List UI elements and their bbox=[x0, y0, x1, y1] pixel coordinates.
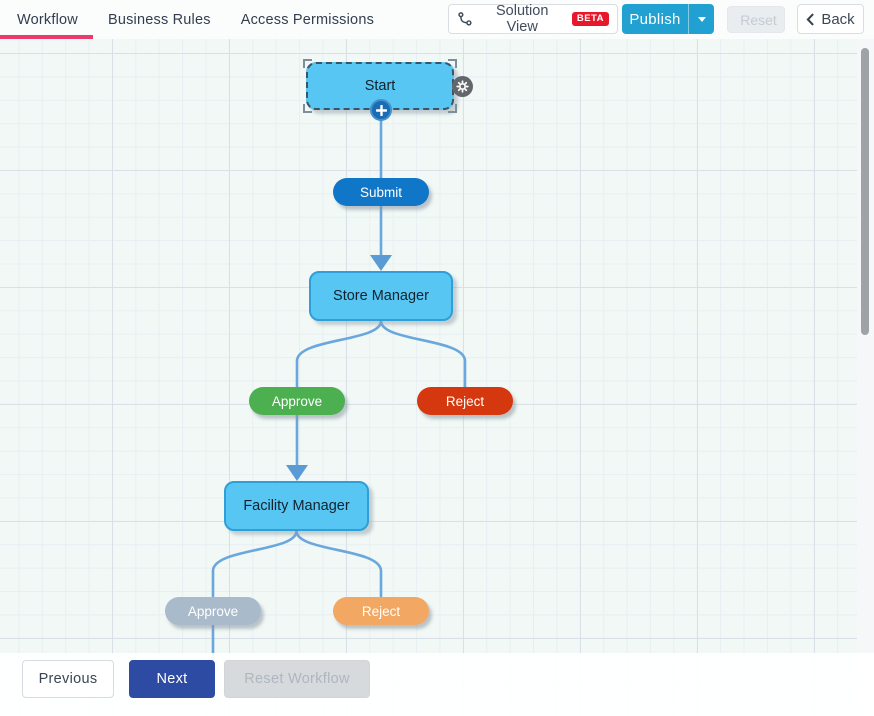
tab-bar: Workflow Business Rules Access Permissio… bbox=[0, 0, 389, 39]
tab-business-rules[interactable]: Business Rules bbox=[93, 0, 226, 39]
next-button[interactable]: Next bbox=[129, 660, 215, 698]
selection-handle[interactable] bbox=[448, 104, 457, 113]
reset-button[interactable]: Reset bbox=[727, 6, 785, 33]
chevron-left-icon bbox=[806, 12, 815, 26]
node-start-label: Start bbox=[364, 78, 396, 94]
edge-storemanager-reject bbox=[379, 319, 467, 389]
node-store-manager[interactable]: Store Manager bbox=[309, 271, 453, 321]
plus-icon bbox=[375, 104, 387, 116]
scrollbar-track[interactable] bbox=[857, 39, 874, 716]
node-submit[interactable]: Submit bbox=[333, 178, 429, 206]
edge-facilitymanager-approve bbox=[211, 529, 298, 599]
arrowhead-into-store-manager bbox=[370, 255, 392, 271]
publish-split-button: Publish bbox=[622, 4, 714, 34]
top-bar: Workflow Business Rules Access Permissio… bbox=[0, 0, 874, 39]
footer-bar: Previous Next Reset Workflow bbox=[0, 653, 874, 716]
arrowhead-into-facility-manager bbox=[286, 465, 308, 481]
node-settings-button[interactable] bbox=[452, 76, 473, 97]
reset-label: Reset bbox=[740, 11, 777, 28]
solution-view-button[interactable]: Solution View BETA bbox=[448, 3, 618, 35]
node-reject-facility[interactable]: Reject bbox=[333, 597, 429, 625]
gear-icon bbox=[456, 80, 469, 93]
node-start[interactable]: Start bbox=[303, 59, 457, 113]
chevron-down-icon bbox=[697, 16, 706, 22]
vertical-scrollbar-thumb[interactable] bbox=[861, 48, 869, 335]
node-approve-facility[interactable]: Approve bbox=[165, 597, 261, 625]
tab-workflow-label: Workflow bbox=[17, 11, 78, 28]
reset-workflow-button[interactable]: Reset Workflow bbox=[224, 660, 370, 698]
edge-storemanager-approve bbox=[295, 319, 383, 389]
node-facility-manager-label: Facility Manager bbox=[243, 498, 350, 514]
beta-badge: BETA bbox=[571, 11, 609, 27]
selection-handle[interactable] bbox=[303, 104, 312, 113]
selection-handle[interactable] bbox=[448, 59, 457, 68]
selection-handle[interactable] bbox=[303, 59, 312, 68]
workflow-connectors bbox=[211, 108, 467, 663]
edge-facilitymanager-reject bbox=[295, 529, 383, 599]
solution-view-label: Solution View bbox=[496, 3, 549, 35]
back-button[interactable]: Back bbox=[797, 4, 864, 34]
back-label: Back bbox=[821, 10, 855, 28]
tab-access-permissions[interactable]: Access Permissions bbox=[226, 0, 389, 39]
node-reject-store[interactable]: Reject bbox=[417, 387, 513, 415]
tab-workflow[interactable]: Workflow bbox=[0, 0, 93, 39]
publish-dropdown-button[interactable] bbox=[688, 4, 714, 34]
add-step-button[interactable] bbox=[370, 99, 392, 121]
node-facility-manager[interactable]: Facility Manager bbox=[224, 481, 369, 531]
workflow-canvas[interactable]: Start Submit St bbox=[0, 39, 874, 716]
publish-button[interactable]: Publish bbox=[622, 4, 688, 34]
tab-business-rules-label: Business Rules bbox=[107, 11, 211, 28]
tab-access-permissions-label: Access Permissions bbox=[240, 11, 375, 28]
node-approve-store[interactable]: Approve bbox=[249, 387, 345, 415]
previous-button[interactable]: Previous bbox=[22, 660, 114, 698]
node-store-manager-label: Store Manager bbox=[333, 288, 429, 304]
route-icon bbox=[458, 12, 472, 26]
